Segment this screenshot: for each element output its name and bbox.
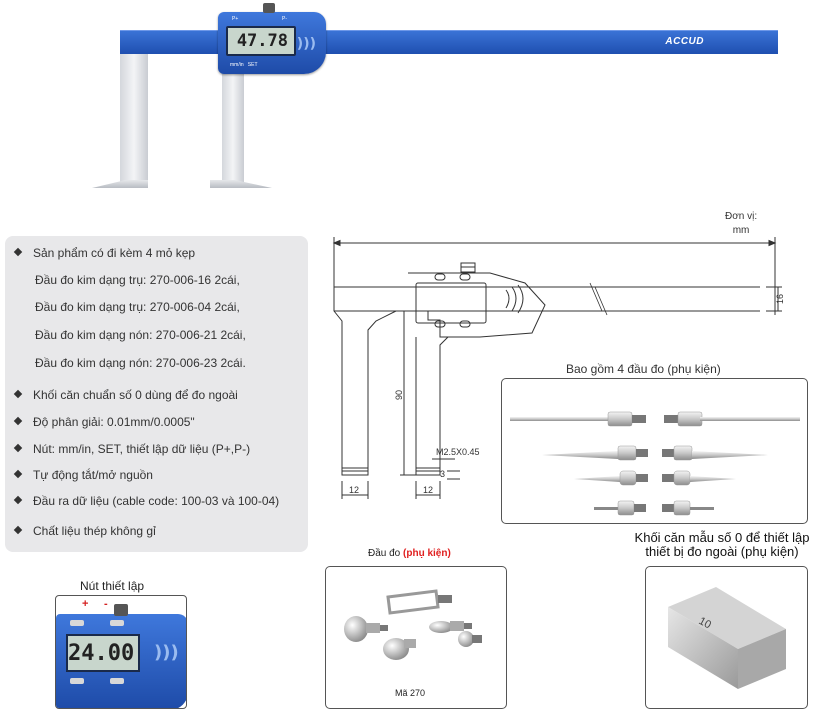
features-panel: Sản phẩm có đi kèm 4 mỏ kẹp Đầu đo kim d… — [5, 236, 308, 552]
fixed-jaw — [120, 54, 148, 184]
bullet-icon — [13, 469, 23, 479]
fixed-jaw-tip — [92, 180, 148, 188]
dim-thread-label: M2.5X0.45 — [436, 447, 480, 457]
setting-buttons-image: + - 24.00 ))) — [55, 595, 187, 709]
dim-width-right-label: 12 — [423, 485, 433, 495]
thumb-knob — [114, 604, 128, 616]
accessories-title: Bao gồm 4 đầu đo (phụ kiện) — [566, 362, 721, 376]
accessories-image — [501, 378, 808, 524]
probe-set-illustration — [510, 411, 800, 516]
gauge-block-title: Khối căn mẫu số 0 để thiết lập thiết bị … — [634, 530, 810, 559]
gauge-block-image: 10 — [645, 566, 808, 709]
probes-illustration — [344, 589, 482, 660]
technical-drawing: 16 90 M2.5X0.45 3 12 12 — [332, 237, 785, 499]
p-minus-button[interactable] — [110, 620, 124, 626]
thumb-knob — [263, 3, 275, 13]
units-label: Đơn vị: mm — [725, 211, 758, 236]
setting-buttons-title: Nút thiết lập — [80, 579, 145, 593]
bullet-icon — [13, 525, 23, 535]
wireless-icon: ))) — [154, 642, 179, 663]
probes-image — [325, 566, 507, 709]
bullet-icon — [13, 416, 23, 426]
gauge-block-illustration: 10 — [668, 587, 786, 689]
brand-logo: ACCUD — [665, 36, 704, 47]
wireless-icon: ))) — [296, 36, 316, 52]
plus-label: + — [82, 598, 89, 610]
mm-in-button[interactable] — [70, 678, 84, 684]
bullet-icon — [13, 495, 23, 505]
dim-height-label: 16 — [775, 294, 785, 304]
dim-jaw-length-label: 90 — [394, 390, 404, 400]
minus-label: - — [104, 598, 108, 610]
bullet-icon — [13, 443, 23, 453]
probe-code: Mã 270 — [395, 688, 426, 698]
bullet-icon — [13, 247, 23, 257]
lcd-display: 47.78 — [226, 26, 296, 56]
dim-width-left-label: 12 — [349, 485, 359, 495]
p-plus-button[interactable] — [70, 620, 84, 626]
sliding-jaw-tip — [210, 180, 272, 188]
dim-tip-label: 3 — [440, 469, 445, 479]
sliding-jaw — [222, 60, 244, 184]
set-button[interactable] — [110, 678, 124, 684]
block-number: 10 — [697, 615, 713, 631]
bullet-icon — [13, 389, 23, 399]
caliper-head: P+ P- 47.78 mm/in SET ))) — [218, 3, 326, 74]
lcd-display: 24.00 — [66, 634, 140, 672]
probes-title: Đầu đo (phụ kiện) — [368, 548, 451, 559]
